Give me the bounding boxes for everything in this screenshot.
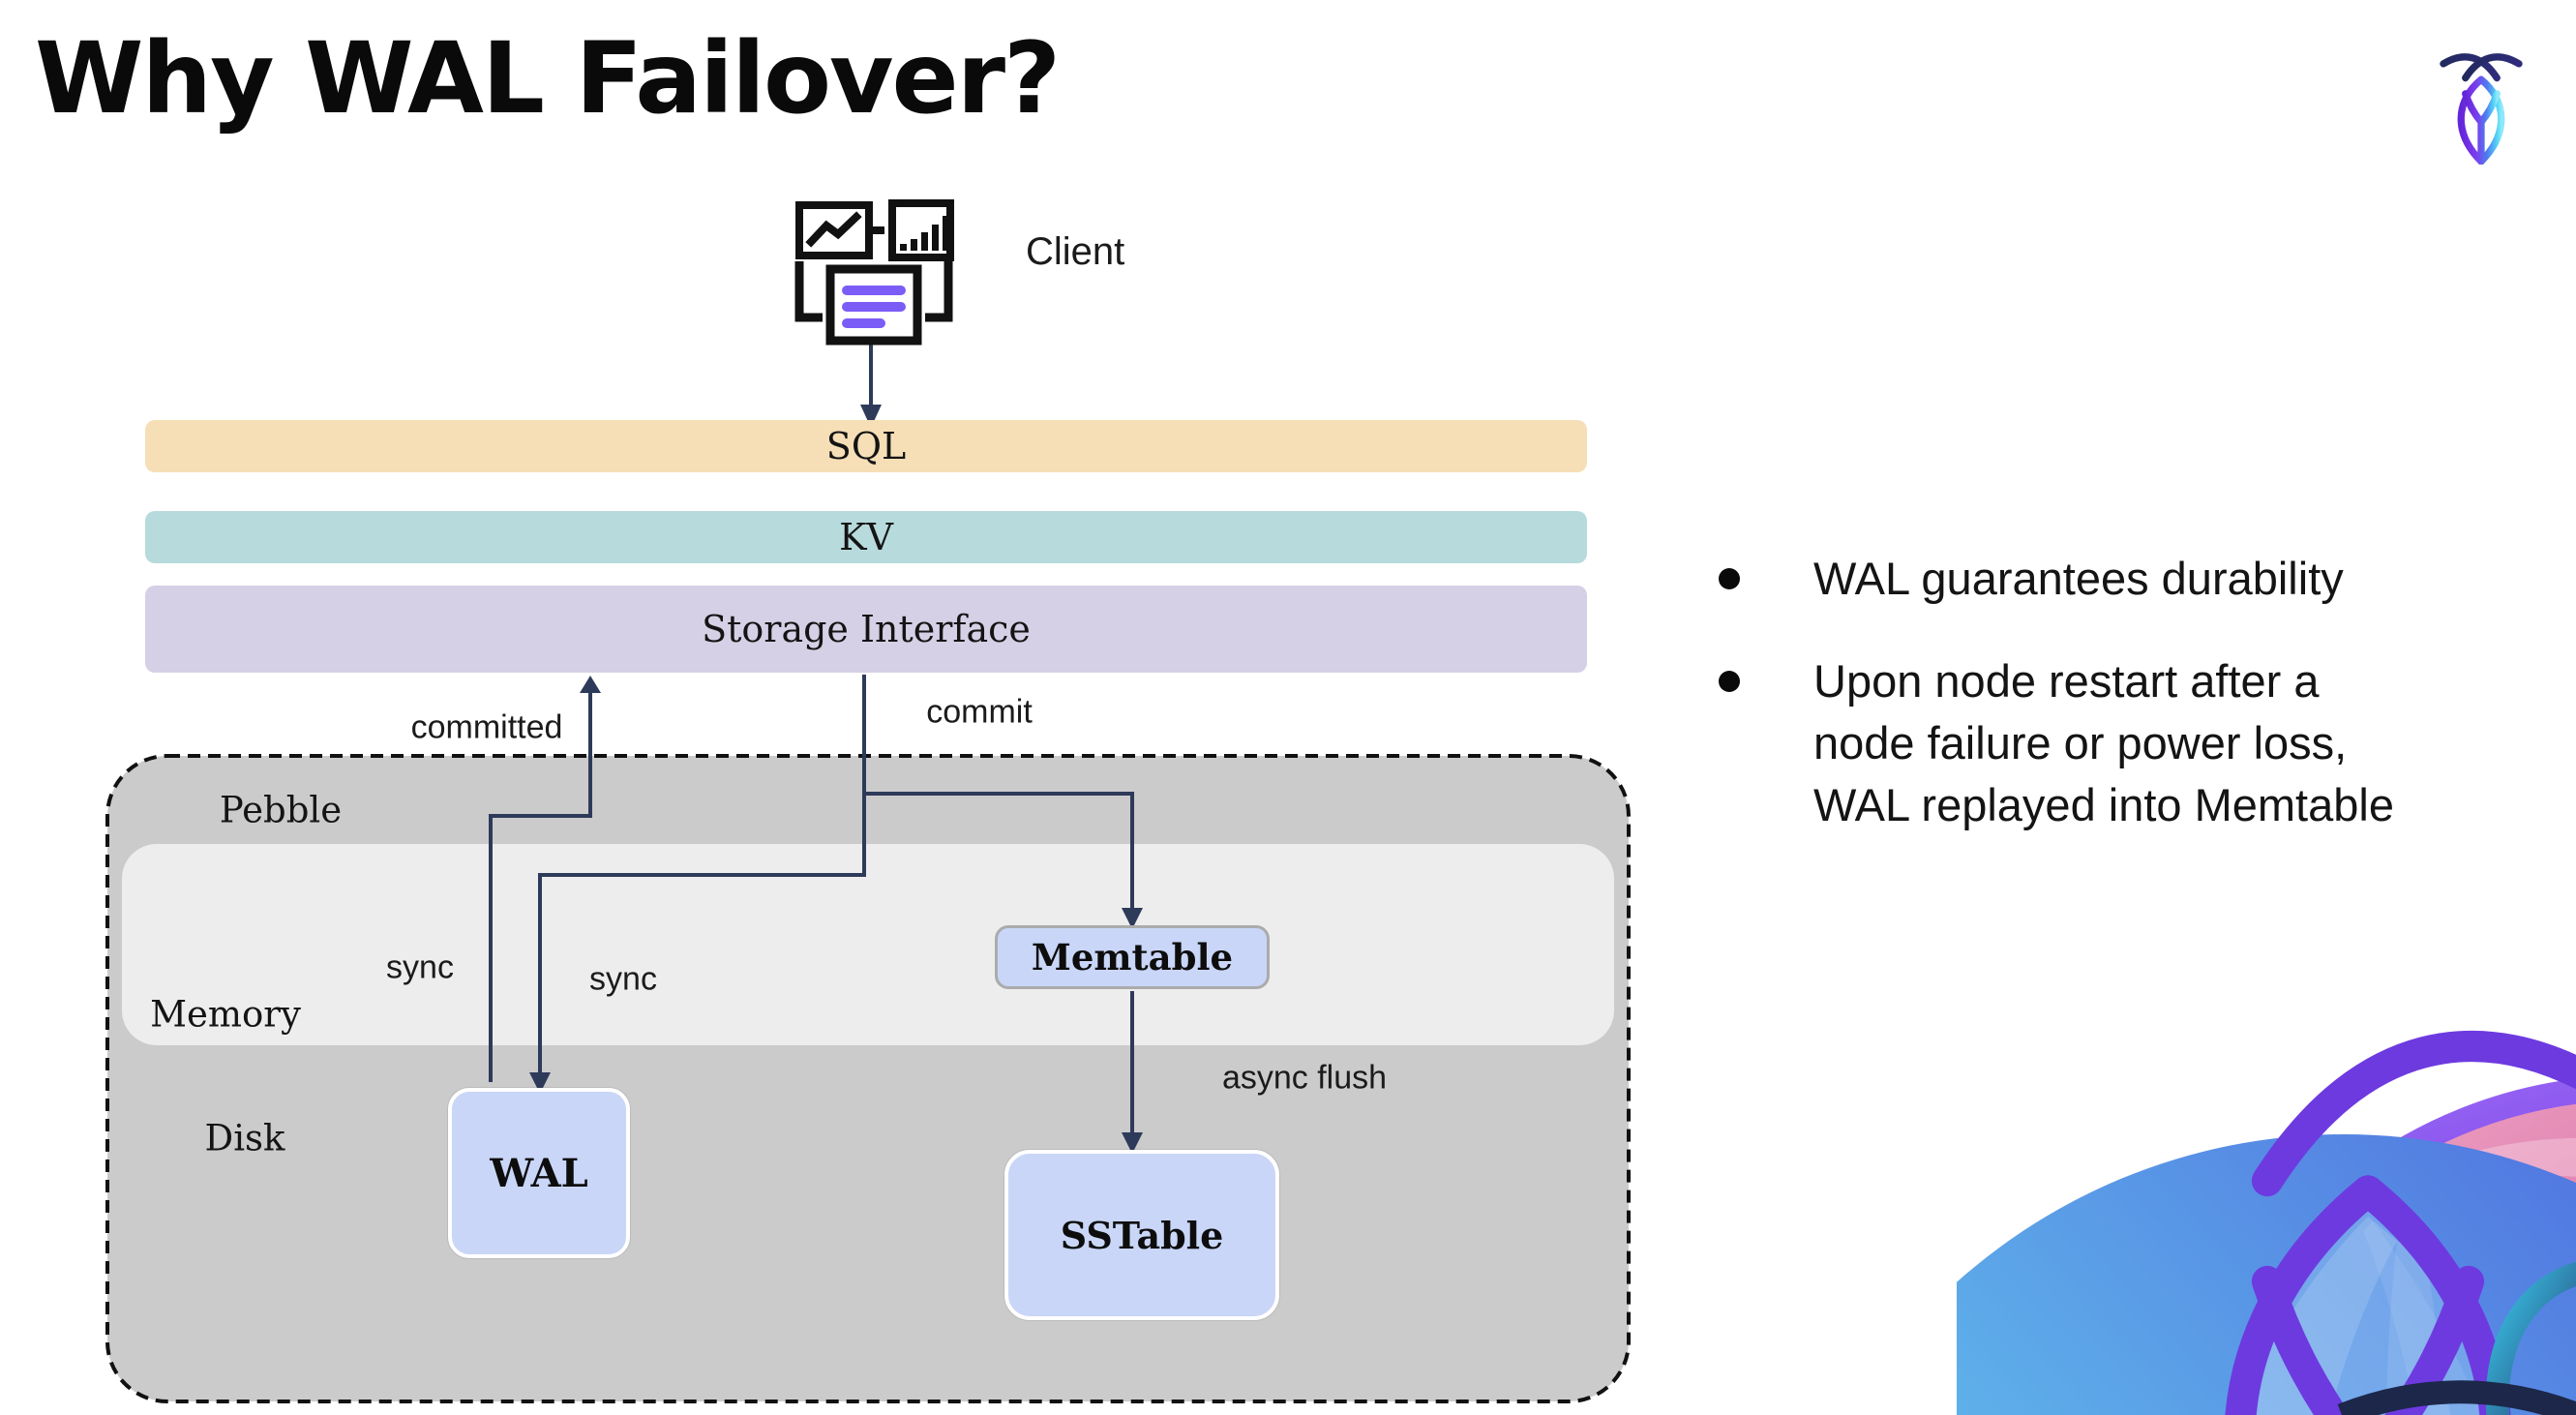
bullet-line: WAL replayed into Memtable	[1813, 779, 2394, 830]
brand-decoration	[1957, 1030, 2576, 1415]
bullet-line: Upon node restart after a	[1813, 655, 2320, 707]
wal-node-label: WAL	[490, 1150, 588, 1196]
layer-kv: KV	[145, 511, 1587, 563]
list-item: WAL guarantees durability	[1719, 548, 2512, 610]
async-flush-label: async flush	[1221, 1059, 1388, 1097]
sstable-node-label: SSTable	[1060, 1213, 1224, 1257]
client-apps-icon	[794, 199, 954, 346]
bullet-dot-icon	[1719, 671, 1740, 692]
list-item: Upon node restart after a node failure o…	[1719, 650, 2512, 836]
commit-label: commit	[926, 693, 1033, 731]
flow-arrows	[489, 341, 1134, 1136]
pebble-label: Pebble	[219, 789, 343, 831]
commit-to-memtable-path	[864, 792, 1134, 912]
bullet-text: WAL guarantees durability	[1813, 548, 2344, 610]
sstable-node: SSTable	[1004, 1150, 1279, 1320]
disk-label: Disk	[204, 1117, 285, 1159]
commit-to-wal-path	[538, 675, 866, 1076]
committed-label: committed	[410, 708, 563, 746]
bullet-text: Upon node restart after a node failure o…	[1813, 650, 2394, 836]
layer-kv-label: KV	[839, 516, 893, 558]
layer-storage-label: Storage Interface	[702, 608, 1031, 650]
memory-band	[122, 844, 1614, 1045]
client-label: Client	[1026, 230, 1125, 273]
bullet-dot-icon	[1719, 568, 1740, 589]
sync-right-label: sync	[589, 960, 657, 998]
cockroachdb-logo-icon	[2440, 53, 2523, 165]
layer-sql: SQL	[145, 420, 1587, 472]
wal-node: WAL	[448, 1088, 630, 1258]
memory-label: Memory	[150, 993, 301, 1036]
memtable-node: Memtable	[995, 925, 1270, 989]
arrow-heads	[529, 405, 1143, 1154]
bullet-line: WAL guarantees durability	[1813, 553, 2344, 604]
page-title: Why WAL Failover?	[35, 21, 1061, 136]
sync-left-label: sync	[386, 948, 454, 986]
bullet-line: node failure or power loss,	[1813, 717, 2348, 768]
bullet-list: WAL guarantees durability Upon node rest…	[1719, 548, 2512, 836]
layer-sql-label: SQL	[825, 425, 907, 467]
layer-storage-interface: Storage Interface	[145, 586, 1587, 673]
memtable-node-label: Memtable	[1031, 936, 1234, 978]
committed-arrow	[489, 691, 592, 1082]
